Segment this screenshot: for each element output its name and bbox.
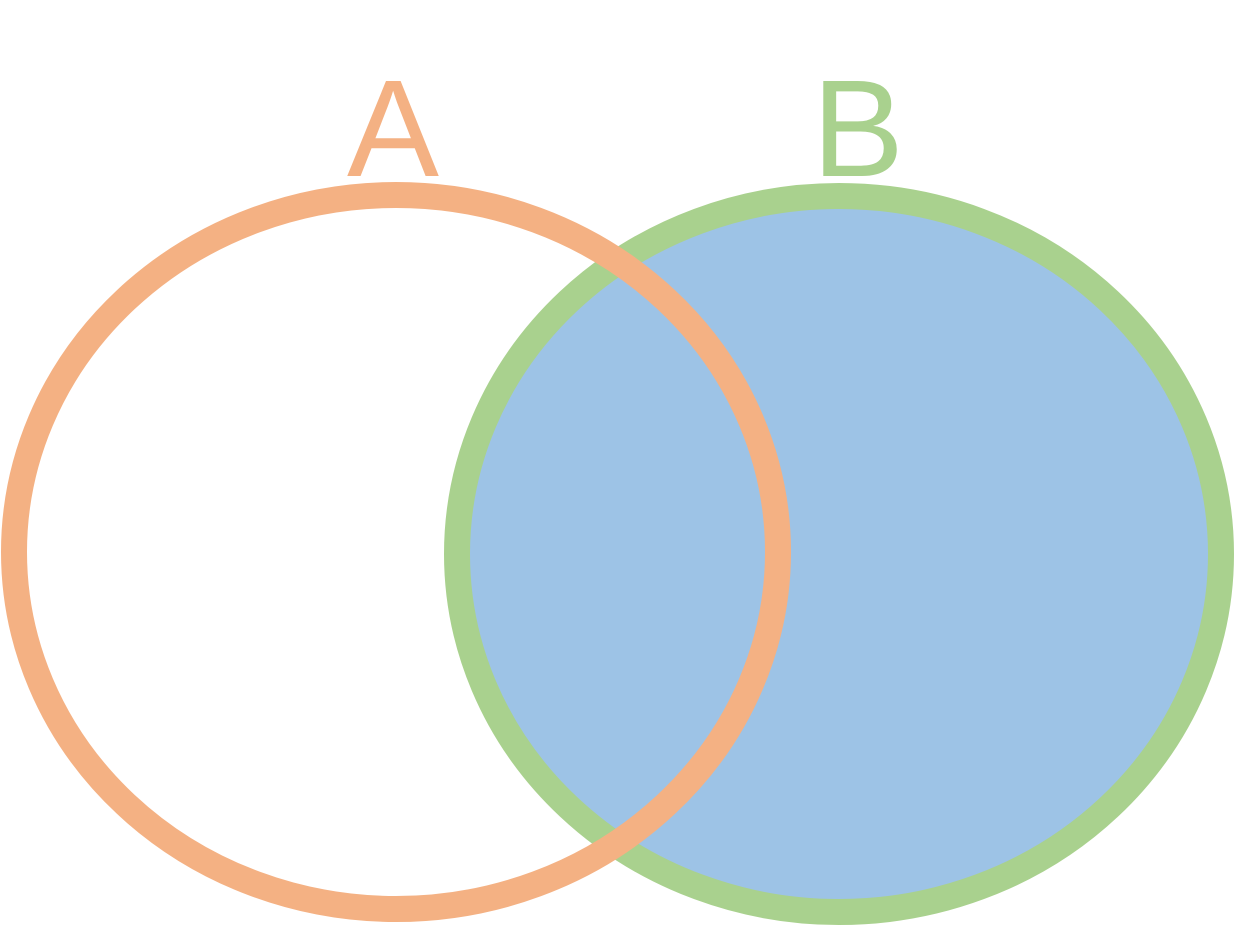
set-a-label: A	[347, 52, 439, 206]
set-b-label: B	[812, 52, 904, 206]
set-a-circle	[1, 182, 791, 922]
set-b-circle	[444, 183, 1234, 925]
